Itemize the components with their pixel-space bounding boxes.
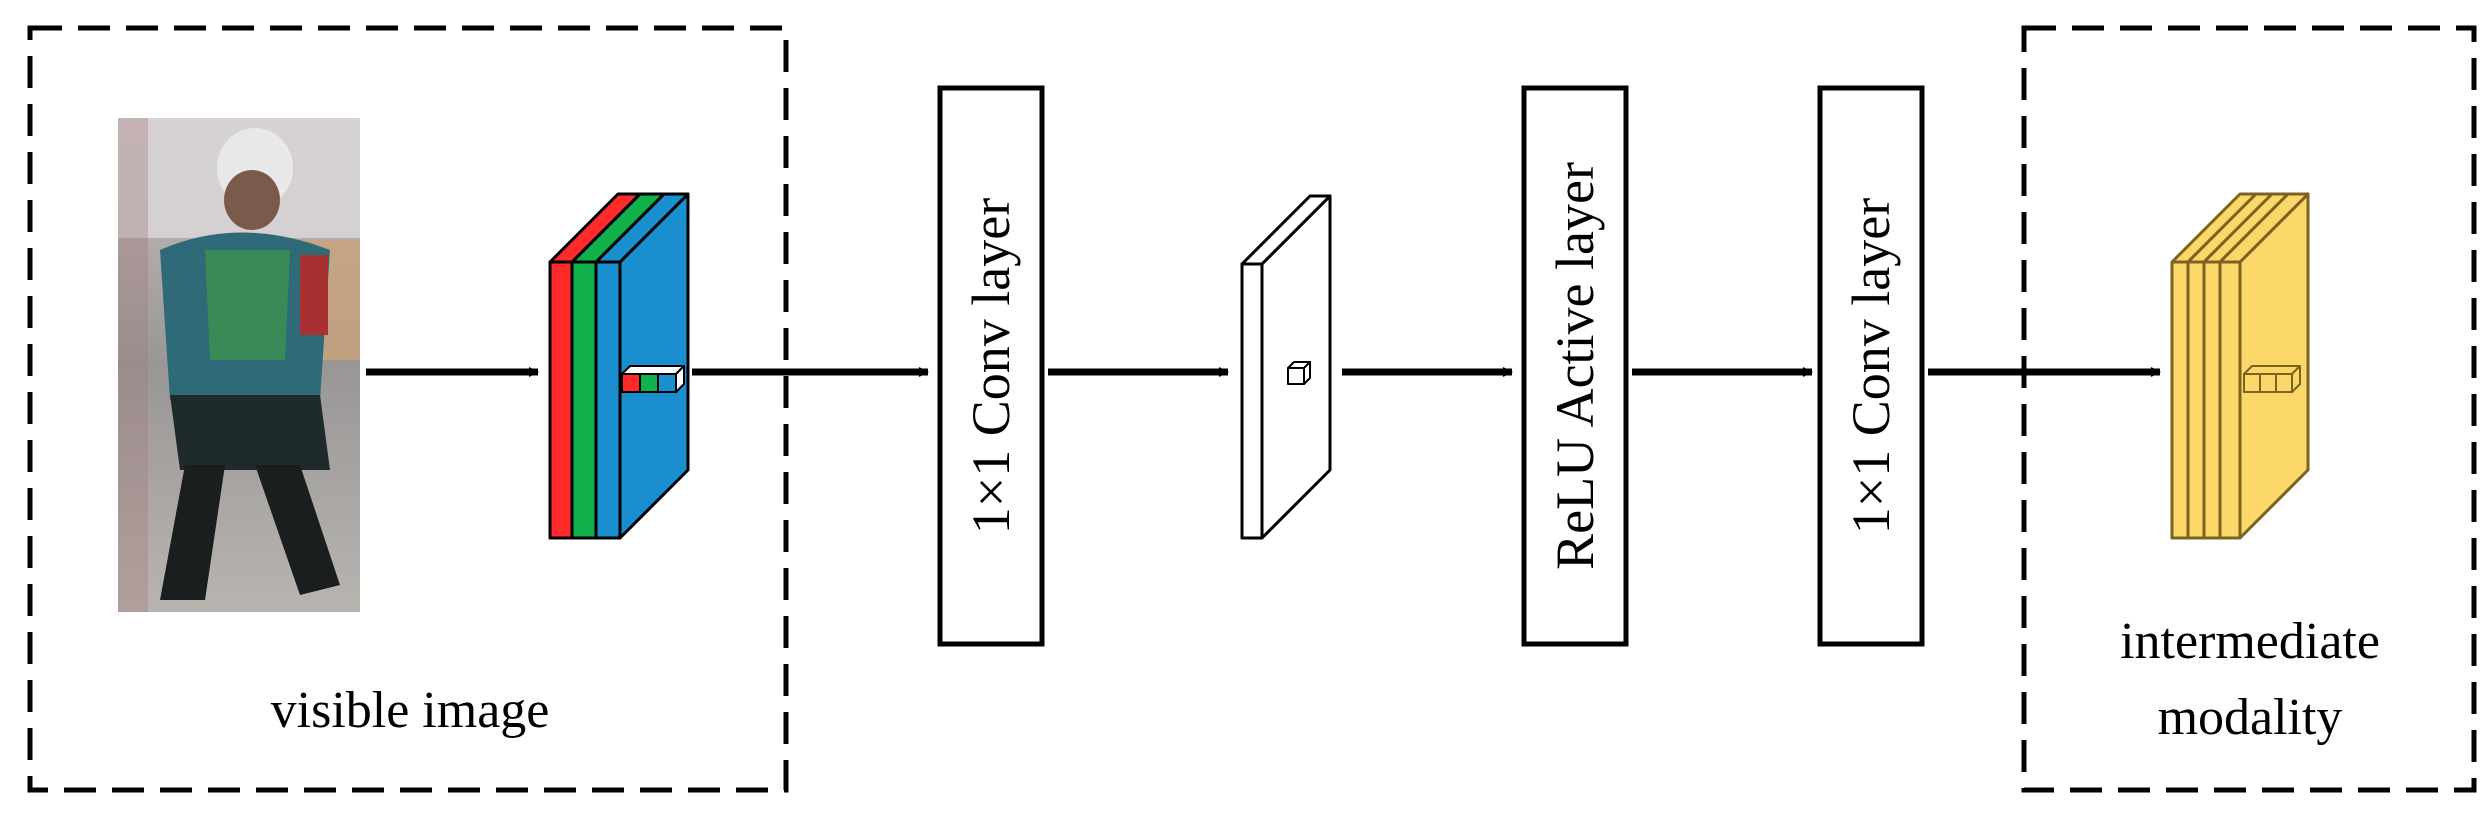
pixel-red: [621, 373, 641, 393]
layer-box-conv1: [937, 85, 1045, 647]
output-channel-4: [2218, 260, 2242, 540]
visible-image-group: visible image: [27, 25, 789, 793]
red-channel-top: [548, 192, 642, 264]
feature-map-slab: [1240, 194, 1332, 540]
output-box-label-line2: modality: [2158, 689, 2343, 746]
rgb-channel-cuboid: [548, 192, 690, 540]
input-dashed-box: [27, 25, 789, 793]
output-pixel-3: [2275, 373, 2293, 393]
output-channel-1: [2170, 260, 2190, 540]
feature-map-front: [1240, 262, 1264, 540]
pixel-green: [639, 373, 659, 393]
layer-box-conv2: [1817, 85, 1925, 647]
output-channel-3: [2202, 260, 2222, 540]
intermediate-modality-group: intermediate modality: [2021, 25, 2477, 793]
output-box-label-line1: intermediate: [2120, 613, 2380, 670]
green-channel-front: [570, 260, 598, 540]
input-box-label: visible image: [271, 682, 550, 739]
feature-map-top: [1240, 194, 1332, 266]
layer-relu: ReLU Active layer: [1521, 85, 1629, 647]
blue-channel-front: [594, 260, 622, 540]
layer-label-conv2: 1×1 Conv layer: [1841, 198, 1901, 534]
output-channel-2: [2186, 260, 2206, 540]
layer-conv2: 1×1 Conv layer: [1817, 85, 1925, 647]
layer-conv1: 1×1 Conv layer: [937, 85, 1045, 647]
layer-label-conv1: 1×1 Conv layer: [961, 198, 1021, 534]
output-pixel-1: [2243, 373, 2261, 393]
output-dashed-box: [2021, 25, 2477, 793]
layer-box-relu: [1521, 85, 1629, 647]
output-pixel-2: [2259, 373, 2277, 393]
red-channel-front: [548, 260, 574, 540]
feature-pixel: [1287, 367, 1305, 385]
layer-label-relu: ReLU Active layer: [1545, 162, 1605, 570]
output-cuboid: [2170, 192, 2310, 540]
pixel-blue: [657, 373, 677, 393]
pedestrian-photo: [118, 118, 360, 612]
